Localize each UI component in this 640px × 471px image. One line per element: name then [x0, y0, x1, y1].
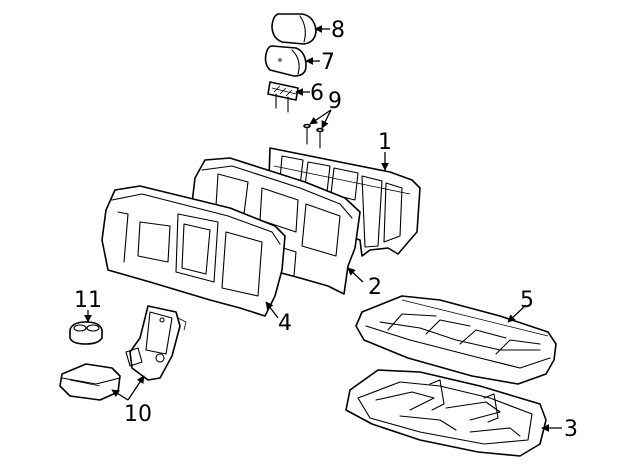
leader-4 — [265, 301, 279, 319]
part-8-headrest — [271, 13, 317, 45]
leader-2 — [347, 267, 364, 283]
part-10-armrest-pad — [59, 363, 121, 401]
callout-labels: 1 2 3 4 5 6 7 8 9 10 11 — [74, 18, 578, 442]
part-4-seat-back-cover — [101, 185, 286, 317]
leader-10a — [111, 389, 129, 401]
callout-9: 9 — [328, 89, 342, 114]
leader-5 — [507, 304, 527, 323]
leader-9b — [321, 109, 332, 129]
part-11-cup-holder — [69, 321, 103, 345]
part-7-headrest-cover — [264, 45, 307, 77]
callout-7: 7 — [321, 50, 335, 75]
callout-6: 6 — [310, 81, 324, 106]
part-5-seat-cushion-cover — [355, 295, 557, 385]
part-3-seat-cushion-frame — [345, 369, 547, 457]
part-9-bolts — [303, 123, 324, 149]
callout-10: 10 — [124, 402, 152, 427]
callout-5: 5 — [520, 288, 534, 313]
callout-2: 2 — [368, 275, 382, 300]
callout-8: 8 — [331, 18, 345, 43]
part-6-headrest-guide — [267, 81, 299, 113]
callout-1: 1 — [378, 130, 392, 155]
callout-4: 4 — [278, 311, 292, 336]
callout-3: 3 — [564, 417, 578, 442]
callout-11: 11 — [74, 288, 102, 313]
leader-lines — [84, 25, 562, 432]
leader-10b — [127, 375, 145, 401]
leader-9a — [309, 109, 332, 125]
part-10-armrest-bracket — [125, 305, 187, 381]
